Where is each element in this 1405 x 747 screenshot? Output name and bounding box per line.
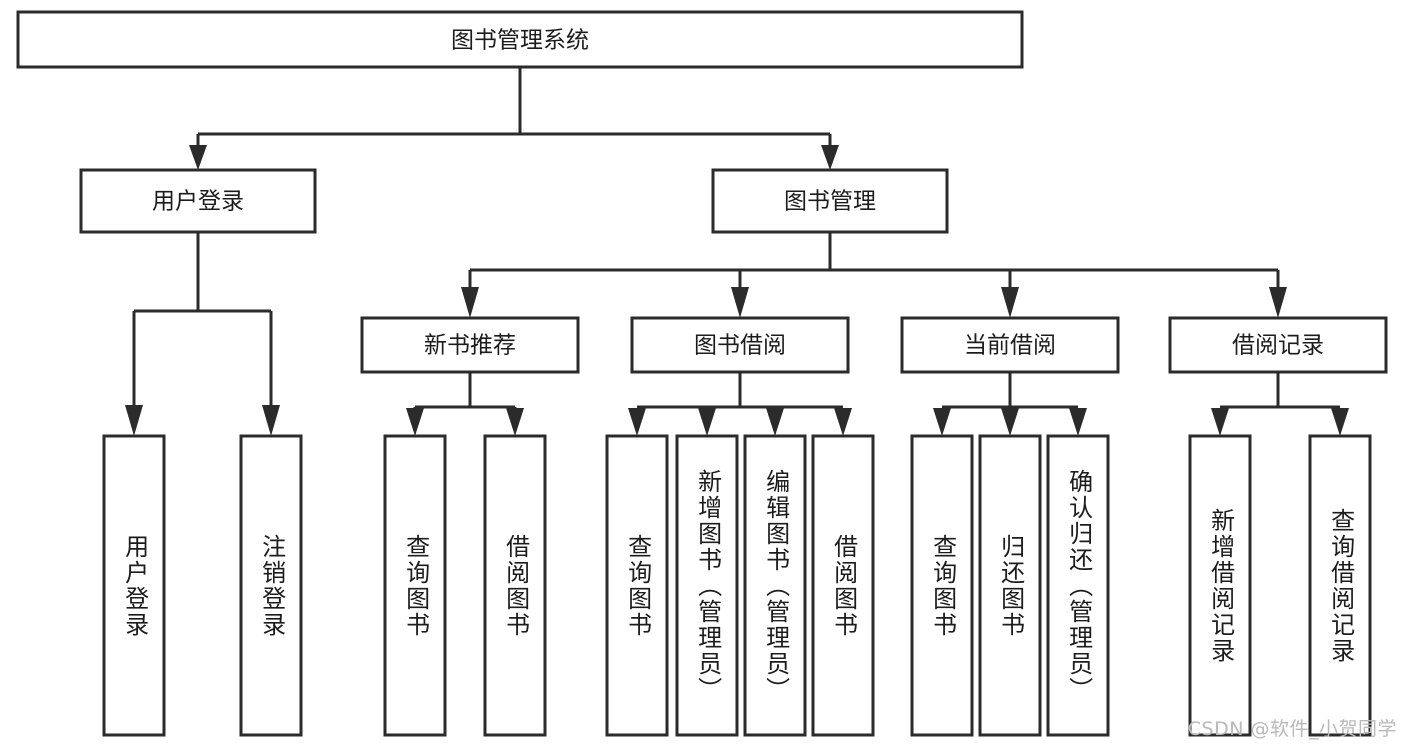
arrow-head-leaf-borrow-book-1 [506,408,524,436]
node-label-borrow-record: 借阅记录 [1232,333,1324,359]
connector-group-new-book-recommend [406,372,524,436]
node-box-leaf-query-book-2[interactable] [605,434,669,737]
csdn-watermark: CSDN @软件_小贺同学 [1187,718,1397,740]
node-label-root: 图书管理系统 [451,28,589,54]
node-box-current-borrow[interactable] [900,316,1120,374]
connector-group-book-borrow [628,372,852,436]
node-box-book-manage[interactable] [711,168,949,234]
node-box-new-book-recommend[interactable] [360,316,580,374]
arrow-head-leaf-user-logout [262,405,280,436]
connector-group-current-borrow [933,372,1087,436]
node-label-user-login: 用户登录 [152,189,244,215]
connector-group-borrow-record [1211,372,1349,436]
arrow-head-leaf-add-book [698,408,716,436]
arrow-head-leaf-query-book-1 [406,408,424,436]
node-box-leaf-query-record[interactable] [1308,434,1372,737]
arrow-head-leaf-confirm-return [1069,408,1087,436]
arrow-head-book-borrow [731,287,749,318]
arrow-head-leaf-edit-book [766,408,784,436]
node-box-leaf-return-book[interactable] [978,434,1042,737]
node-box-leaf-add-book[interactable] [675,434,739,737]
node-label-new-book-recommend: 新书推荐 [424,333,516,359]
node-box-root[interactable] [16,10,1024,69]
node-box-leaf-user-logout[interactable] [239,434,303,737]
arrow-head-leaf-return-book [1001,408,1019,436]
arrow-head-leaf-add-record [1211,408,1229,436]
connector-group-root [189,67,839,170]
node-box-leaf-borrow-book-2[interactable] [811,434,875,737]
node-box-leaf-query-book-3[interactable] [910,434,974,737]
node-box-user-login[interactable] [79,168,317,234]
arrow-head-book-manage [821,145,839,170]
arrow-head-leaf-query-book-3 [933,408,951,436]
arrow-head-borrow-record [1269,287,1287,318]
node-box-leaf-confirm-return[interactable] [1046,434,1110,737]
node-label-current-borrow: 当前借阅 [964,333,1056,359]
node-box-leaf-edit-book[interactable] [743,434,807,737]
node-box-leaf-user-login[interactable] [102,434,166,737]
node-box-book-borrow[interactable] [630,316,850,374]
node-box-leaf-borrow-book-1[interactable] [483,434,547,737]
arrow-head-leaf-borrow-book-2 [834,408,852,436]
connector-group-user-login [125,232,280,436]
node-label-book-borrow: 图书借阅 [694,333,786,359]
arrow-head-current-borrow [1001,287,1019,318]
node-box-borrow-record[interactable] [1168,316,1388,374]
arrow-head-user-login [189,145,207,170]
connector-group-book-manage [461,232,1287,318]
arrow-head-leaf-query-record [1331,408,1349,436]
arrow-head-leaf-query-book-2 [628,408,646,436]
node-box-leaf-query-book-1[interactable] [383,434,447,737]
node-label-book-manage: 图书管理 [784,189,876,215]
node-box-leaf-add-record[interactable] [1188,434,1252,737]
arrow-head-new-book-recommend [461,287,479,318]
arrow-head-leaf-user-login [125,405,143,436]
